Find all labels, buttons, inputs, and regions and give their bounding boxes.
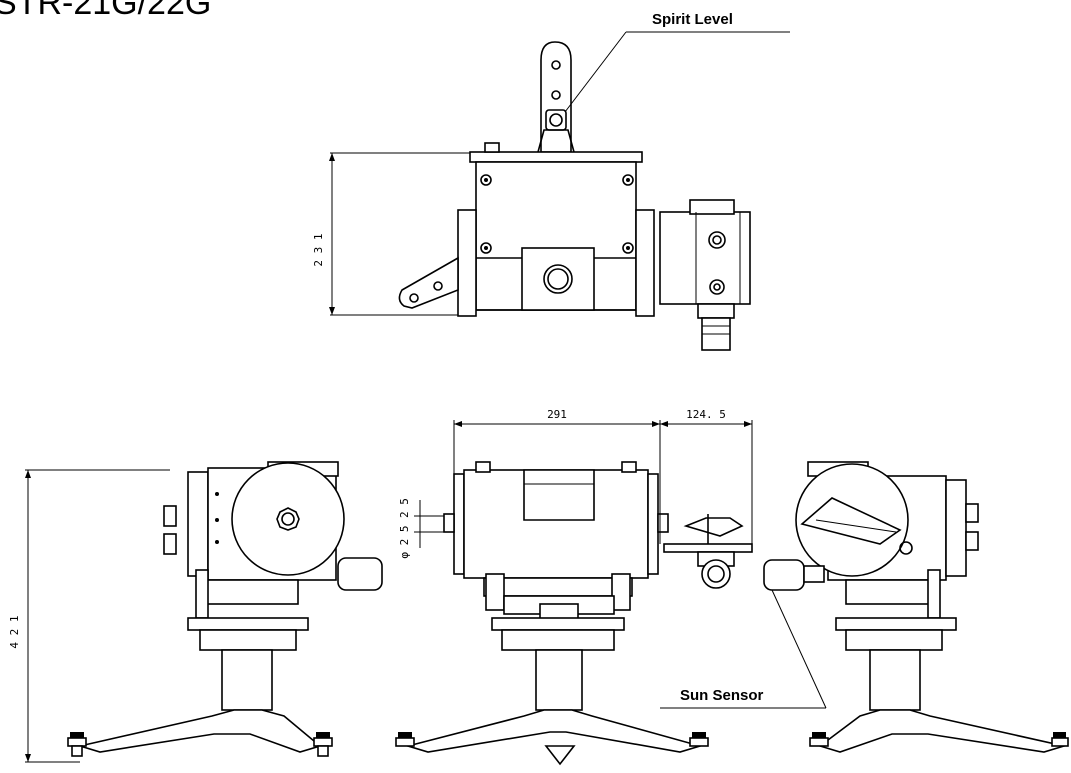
dim-total-height: 4 2 1 [8,615,21,648]
drawing-title: STR-21G/22G [0,0,212,22]
dim-body-width: 291 [547,408,567,421]
dim-small-2: φ 2 5 [398,525,411,558]
center-view [395,420,753,766]
dim-sensor-offset: 124. 5 [686,408,726,421]
left-view [25,461,383,763]
right-view [660,461,1069,753]
dim-top-height: 2 3 1 [312,233,325,266]
top-view [329,31,790,351]
callout-sun-sensor: Sun Sensor [680,687,764,704]
callout-spirit-level: Spirit Level [652,11,733,28]
dim-small-1: 2 5 [398,498,411,518]
